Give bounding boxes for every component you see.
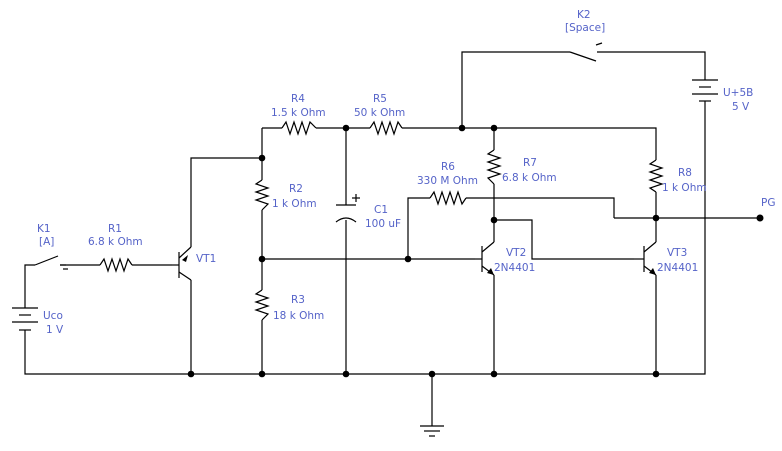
resistor-r7-symbol xyxy=(486,149,502,185)
output-terminal xyxy=(756,214,764,222)
r1-ref-label: R1 xyxy=(108,223,122,235)
transistor-vt3-symbol xyxy=(634,241,657,276)
vt3-model-label: 2N4401 xyxy=(657,262,698,274)
transistor-vt1-symbol xyxy=(172,246,192,281)
resistor-r3-symbol xyxy=(254,289,270,321)
transistor-vt2-symbol xyxy=(475,241,495,276)
battery-uco-symbol xyxy=(12,307,38,337)
vt1-ref-label: VT1 xyxy=(196,253,216,265)
resistor-r1-symbol xyxy=(99,257,133,273)
resistor-r8-symbol xyxy=(648,159,664,193)
k1-key-label: [A] xyxy=(39,236,54,248)
resistor-r4-symbol xyxy=(281,120,317,136)
uco-ref-label: Uco xyxy=(43,310,63,322)
c1-value-label: 100 uF xyxy=(365,218,401,230)
c1-ref-label: C1 xyxy=(374,204,388,216)
r5-value-label: 50 k Ohm xyxy=(354,107,405,119)
supply-value-label: 5 V xyxy=(732,101,750,113)
r7-value-label: 6.8 k Ohm xyxy=(502,172,557,184)
vt2-ref-label: VT2 xyxy=(506,247,526,259)
k2-key-label: [Space] xyxy=(565,22,605,34)
vt3-ref-label: VT3 xyxy=(667,247,687,259)
uco-value-label: 1 V xyxy=(46,324,64,336)
labels: K1 [A] K2 [Space] R1 6.8 k Ohm R4 1.5 k … xyxy=(37,9,775,336)
r1-value-label: 6.8 k Ohm xyxy=(88,236,143,248)
junction-dots xyxy=(187,124,764,378)
r8-ref-label: R8 xyxy=(678,167,692,179)
r4-value-label: 1.5 k Ohm xyxy=(271,107,326,119)
switch-k1-symbol[interactable] xyxy=(34,255,68,270)
switch-k2-symbol[interactable] xyxy=(569,42,603,62)
wires xyxy=(24,51,760,426)
supply-ref-label: U+5B xyxy=(723,87,753,99)
r8-value-label: 1 k Ohm xyxy=(662,182,707,194)
battery-supply-symbol xyxy=(692,79,718,105)
r2-value-label: 1 k Ohm xyxy=(272,198,317,210)
r2-ref-label: R2 xyxy=(289,183,303,195)
output-pg-label: PG xyxy=(761,197,775,209)
r3-ref-label: R3 xyxy=(291,294,305,306)
vt2-model-label: 2N4401 xyxy=(494,262,535,274)
r7-ref-label: R7 xyxy=(523,157,537,169)
r6-ref-label: R6 xyxy=(441,161,455,173)
r6-value-label: 330 M Ohm xyxy=(417,175,478,187)
r3-value-label: 18 k Ohm xyxy=(273,310,324,322)
k2-ref-label: K2 xyxy=(577,9,591,21)
resistor-r5-symbol xyxy=(369,120,403,136)
capacitor-c1-symbol xyxy=(335,194,360,223)
resistor-r2-symbol xyxy=(254,179,270,211)
r4-ref-label: R4 xyxy=(291,93,305,105)
ground-symbol xyxy=(420,425,444,437)
k1-ref-label: K1 xyxy=(37,223,51,235)
resistor-r6-symbol xyxy=(429,190,467,206)
r5-ref-label: R5 xyxy=(373,93,387,105)
